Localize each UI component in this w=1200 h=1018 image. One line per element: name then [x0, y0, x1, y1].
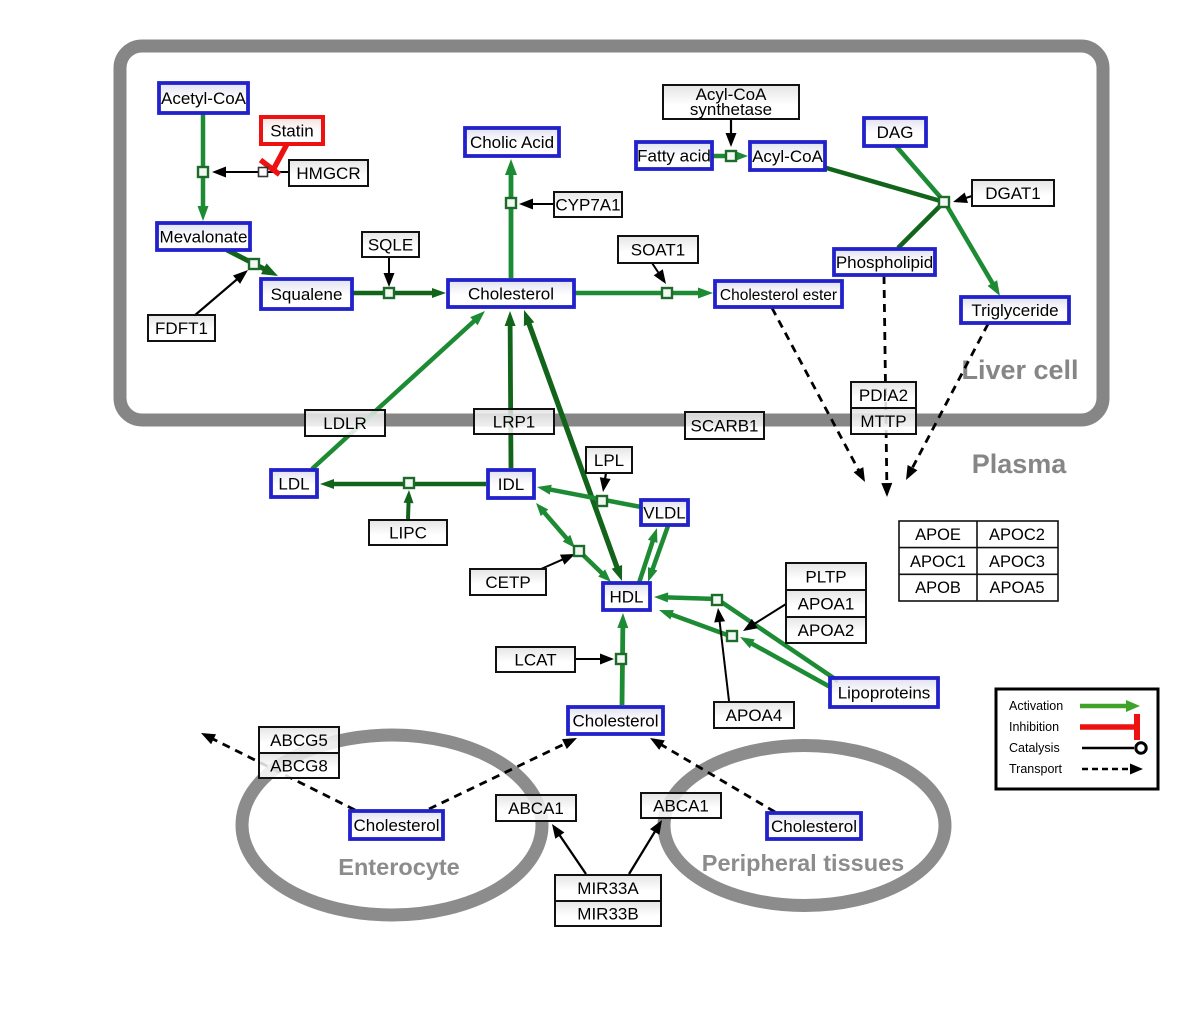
svg-text:Catalysis: Catalysis: [1009, 741, 1060, 755]
svg-text:Plasma: Plasma: [972, 449, 1068, 479]
svg-text:HDL: HDL: [609, 588, 643, 607]
svg-text:HMGCR: HMGCR: [296, 164, 360, 183]
svg-text:ABCA1: ABCA1: [508, 799, 564, 818]
svg-text:PDIA2: PDIA2: [859, 386, 908, 405]
svg-text:Cholesterol ester: Cholesterol ester: [720, 287, 837, 304]
svg-text:Activation: Activation: [1009, 699, 1063, 713]
svg-text:LDLR: LDLR: [323, 414, 366, 433]
svg-text:Acyl-CoA: Acyl-CoA: [752, 147, 824, 166]
svg-text:Liver cell: Liver cell: [961, 355, 1078, 385]
svg-text:SQLE: SQLE: [368, 236, 413, 255]
svg-text:APOA4: APOA4: [726, 706, 783, 725]
svg-text:ABCA1: ABCA1: [653, 797, 709, 816]
svg-text:CYP7A1: CYP7A1: [555, 196, 620, 215]
svg-text:Triglyceride: Triglyceride: [971, 301, 1058, 320]
svg-text:Peripheral tissues: Peripheral tissues: [702, 850, 904, 876]
svg-text:APOA1: APOA1: [798, 595, 855, 614]
svg-text:Cholesterol: Cholesterol: [468, 285, 554, 304]
svg-text:CETP: CETP: [485, 573, 530, 592]
svg-text:LPL: LPL: [594, 451, 624, 470]
svg-text:LCAT: LCAT: [514, 651, 556, 670]
svg-text:MTTP: MTTP: [860, 412, 906, 431]
svg-text:Acyl-CoA: Acyl-CoA: [696, 85, 768, 104]
svg-text:APOB: APOB: [915, 579, 961, 597]
svg-text:LDL: LDL: [278, 475, 309, 494]
svg-text:Squalene: Squalene: [271, 285, 343, 304]
svg-text:PLTP: PLTP: [805, 568, 846, 587]
svg-text:Mevalonate: Mevalonate: [160, 228, 248, 247]
svg-text:APOC1: APOC1: [910, 553, 966, 571]
svg-text:Cholesterol: Cholesterol: [771, 817, 857, 836]
svg-text:APOC3: APOC3: [989, 553, 1045, 571]
svg-text:DGAT1: DGAT1: [985, 184, 1040, 203]
svg-text:FDFT1: FDFT1: [155, 319, 208, 338]
svg-text:MIR33A: MIR33A: [577, 879, 639, 898]
svg-text:DAG: DAG: [877, 123, 914, 142]
svg-text:Statin: Statin: [270, 122, 313, 141]
svg-text:Transport: Transport: [1009, 762, 1063, 776]
svg-text:APOC2: APOC2: [989, 526, 1045, 544]
svg-text:synthetase: synthetase: [690, 100, 772, 119]
svg-text:SOAT1: SOAT1: [631, 241, 685, 260]
svg-text:Inhibition: Inhibition: [1009, 720, 1059, 734]
svg-text:VLDL: VLDL: [643, 504, 686, 523]
svg-text:Lipoproteins: Lipoproteins: [838, 684, 931, 703]
svg-text:Cholic Acid: Cholic Acid: [470, 133, 554, 152]
svg-text:ABCG5: ABCG5: [270, 731, 328, 750]
svg-text:APOA5: APOA5: [989, 579, 1044, 597]
svg-text:Enterocyte: Enterocyte: [338, 854, 459, 880]
svg-text:LIPC: LIPC: [389, 524, 427, 543]
svg-text:Fatty acid: Fatty acid: [637, 147, 711, 166]
svg-text:APOA2: APOA2: [798, 621, 855, 640]
svg-text:Phospholipid: Phospholipid: [836, 253, 933, 272]
svg-text:Cholesterol: Cholesterol: [573, 712, 659, 731]
svg-text:Acetyl-CoA: Acetyl-CoA: [161, 89, 247, 108]
svg-text:SCARB1: SCARB1: [690, 417, 758, 436]
svg-text:IDL: IDL: [498, 475, 524, 494]
svg-text:MIR33B: MIR33B: [577, 905, 638, 924]
svg-text:APOE: APOE: [915, 526, 961, 544]
svg-text:LRP1: LRP1: [493, 413, 536, 432]
svg-text:ABCG8: ABCG8: [270, 757, 328, 776]
svg-text:Cholesterol: Cholesterol: [354, 816, 440, 835]
